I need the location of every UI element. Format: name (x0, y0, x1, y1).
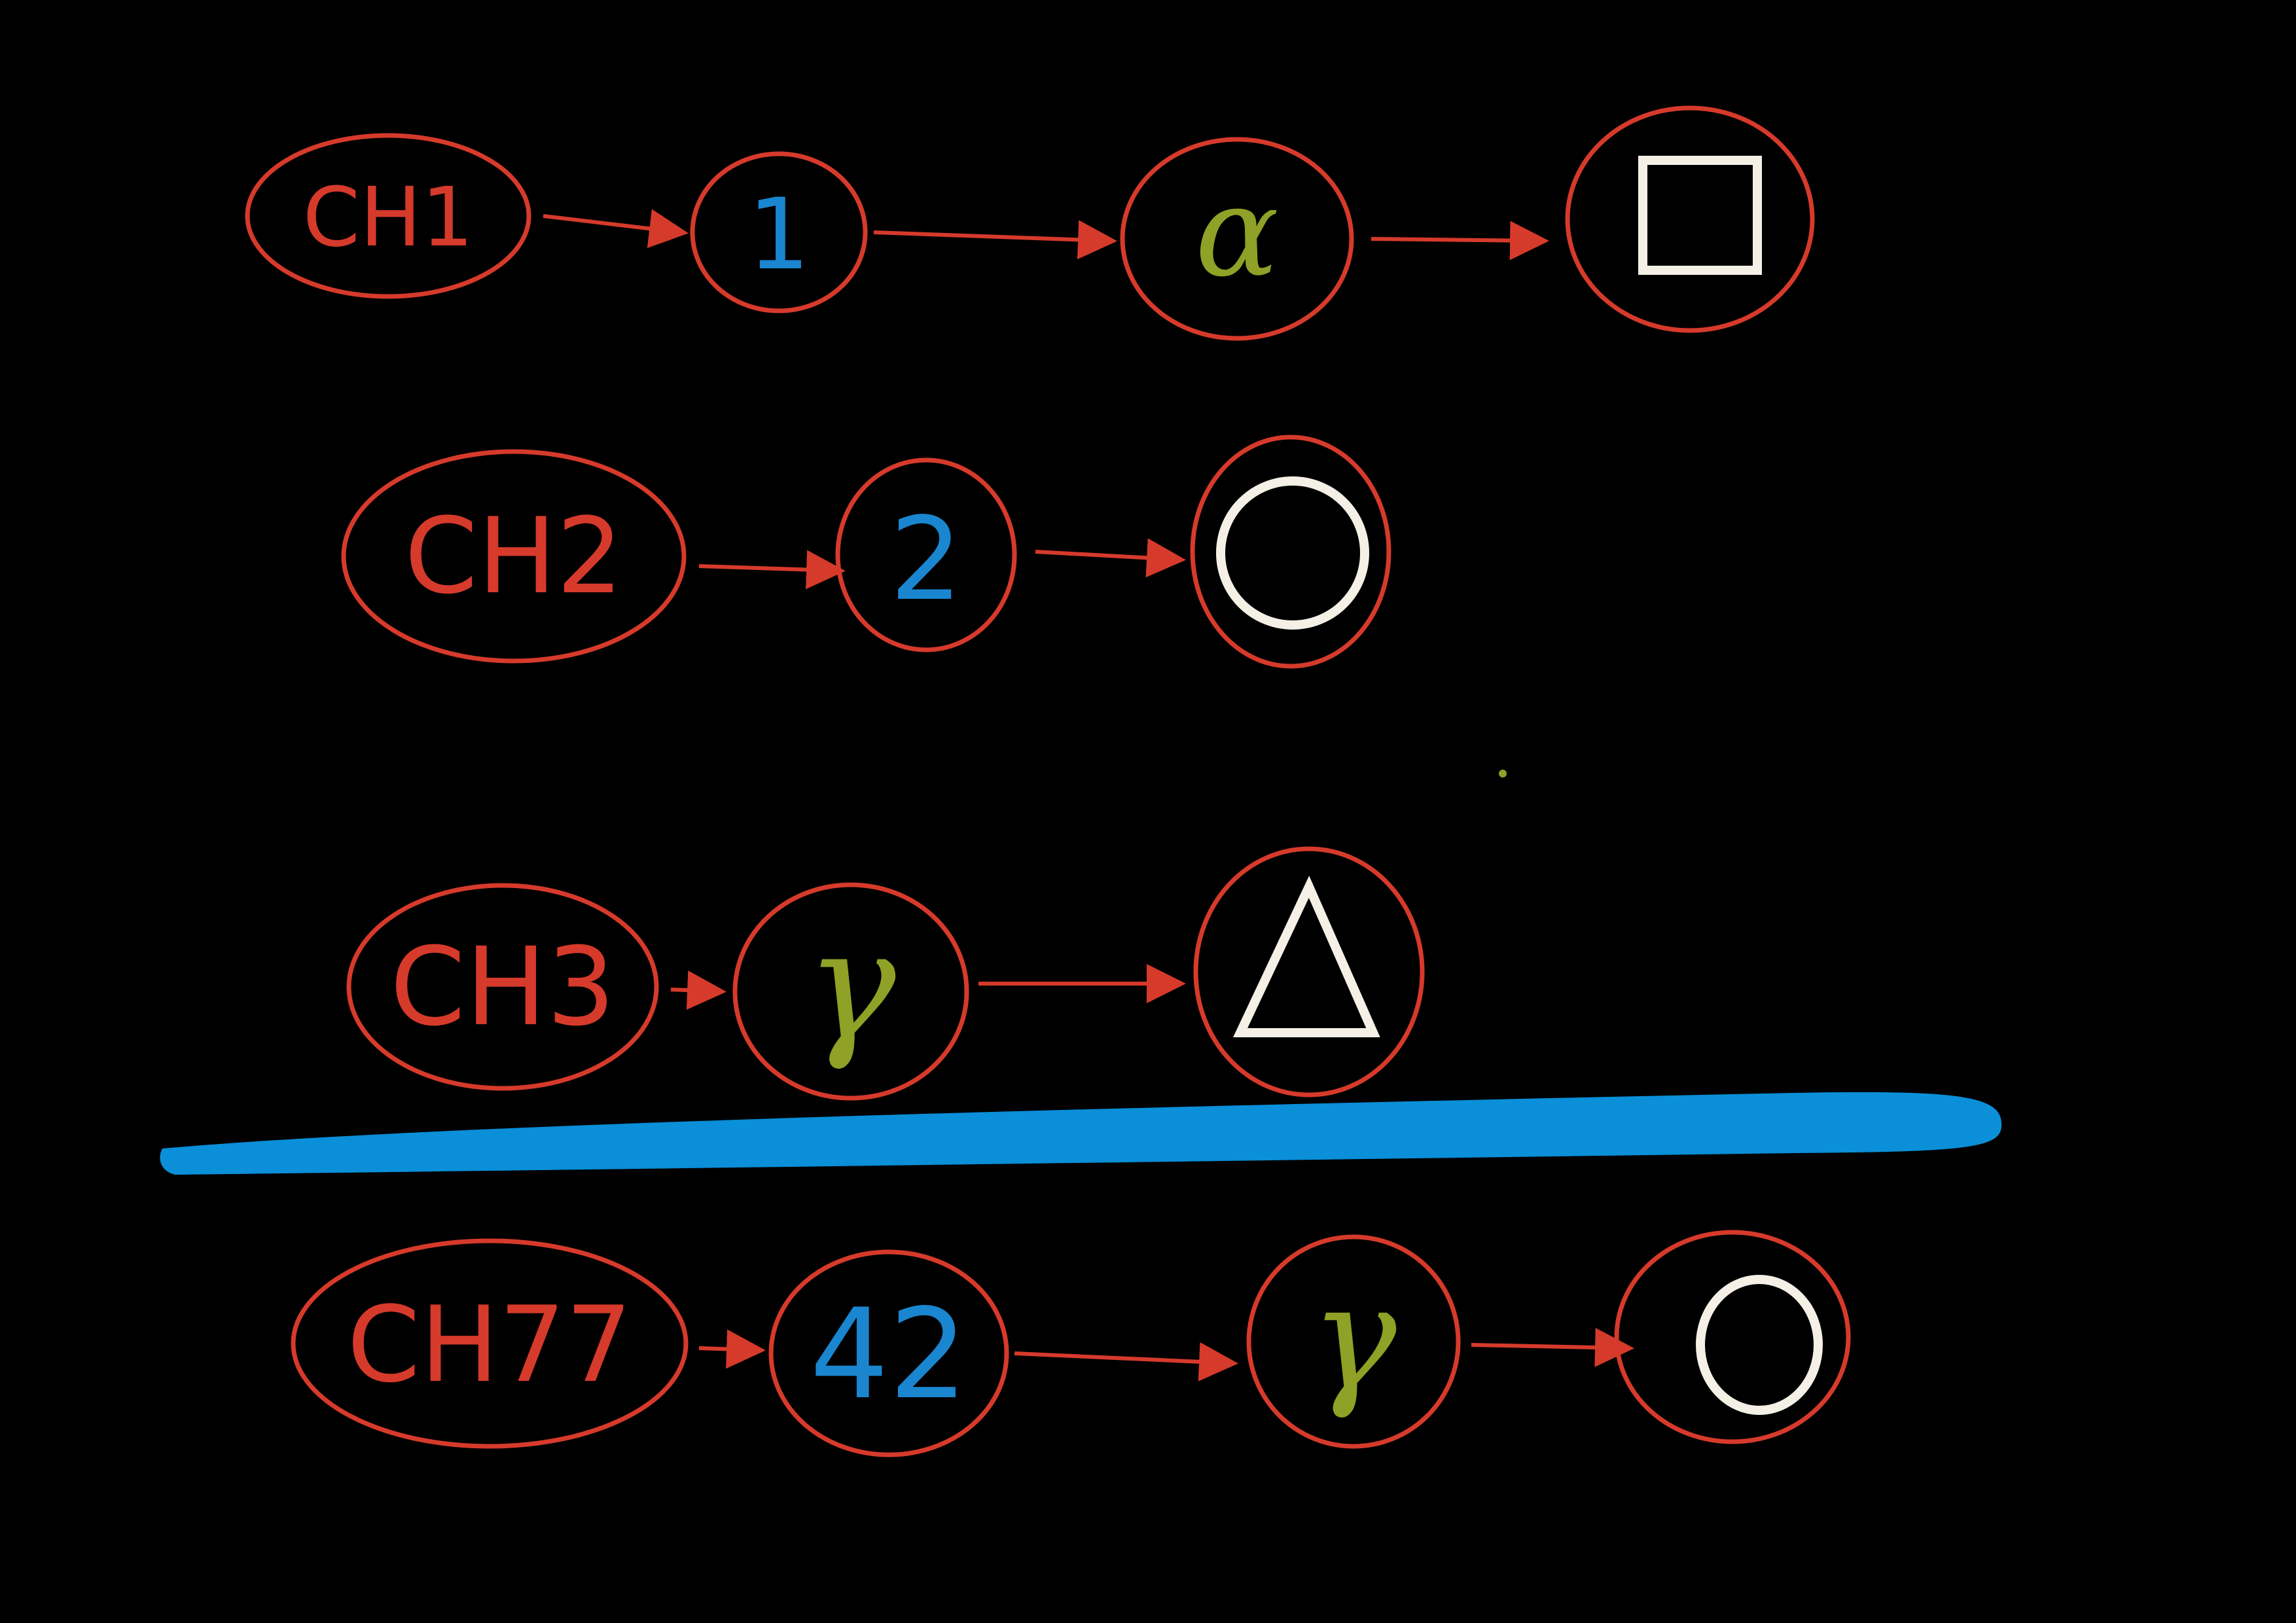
greek-node (1120, 137, 1354, 341)
arrow (873, 220, 1117, 260)
arrow (698, 550, 846, 590)
chain-row-3: CH3 γ (346, 846, 1425, 1101)
chain-label: CH77 (347, 1283, 632, 1406)
arrow (1371, 221, 1549, 260)
shape-node (1193, 846, 1425, 1097)
chain-label-node (291, 1238, 689, 1449)
number-label: 2 (889, 493, 962, 626)
greek-node (732, 882, 969, 1101)
shape-node (1190, 435, 1391, 669)
greek-label: α (1195, 160, 1279, 304)
triangle-icon (1232, 876, 1380, 1037)
number-node (690, 151, 868, 313)
shape-node (1565, 105, 1815, 333)
greek-label: γ (806, 899, 896, 1073)
chain-label-node (245, 133, 531, 299)
chain-row-4: CH77 42 γ (291, 1230, 1851, 1457)
arrow (1471, 1327, 1634, 1367)
chain-row-2: CH2 2 (341, 435, 1391, 669)
greek-label: γ (1310, 1254, 1397, 1421)
chain-label: CH1 (303, 170, 474, 265)
chain-label: CH3 (390, 924, 615, 1050)
arrow (670, 971, 726, 1010)
shape-node (1614, 1230, 1851, 1444)
stray-dot (1499, 770, 1507, 777)
arrow (1035, 538, 1186, 578)
divider-line (160, 1092, 2002, 1175)
chain-label-node (341, 449, 687, 664)
chain-row-1: CH1 1 α (245, 105, 1815, 341)
arrow (698, 1329, 766, 1369)
circle-icon (1216, 476, 1369, 630)
arrow (543, 209, 689, 249)
number-label: 1 (747, 178, 810, 292)
arrow (1014, 1342, 1238, 1382)
number-label: 42 (810, 1282, 968, 1427)
circle-icon (1696, 1275, 1823, 1415)
number-node (768, 1249, 1009, 1457)
greek-node (1246, 1234, 1461, 1449)
number-node (835, 457, 1017, 652)
chain-label: CH2 (404, 495, 623, 617)
chain-label-node (346, 883, 659, 1091)
square-icon (1638, 156, 1762, 275)
